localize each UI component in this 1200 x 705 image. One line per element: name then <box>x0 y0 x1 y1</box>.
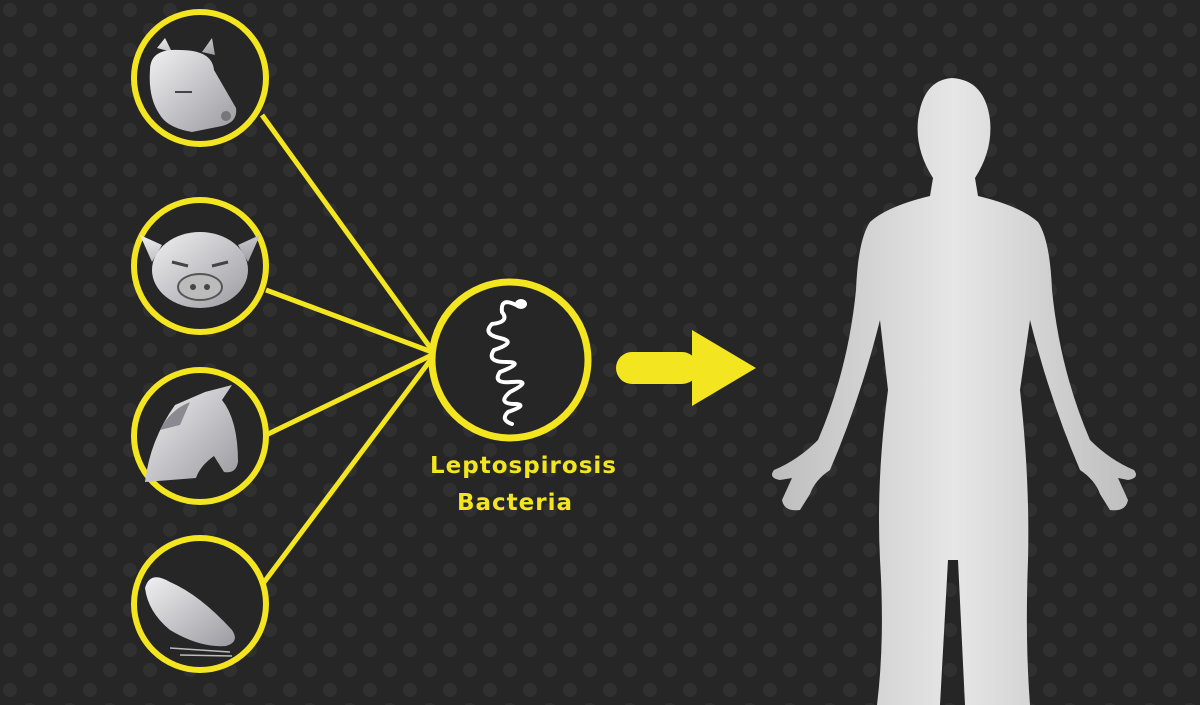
source-dog <box>131 9 269 147</box>
bacteria-label-line2: Bacteria <box>456 490 574 516</box>
horse-icon <box>145 385 238 482</box>
connector-pig <box>265 287 433 355</box>
arrow-right-icon <box>616 330 756 406</box>
connector-dog <box>259 113 435 352</box>
source-rat <box>131 535 269 673</box>
bacteria-node <box>428 278 592 442</box>
dog-icon <box>149 38 237 133</box>
connector-lines <box>259 113 435 587</box>
source-horse <box>131 367 269 505</box>
connector-horse <box>264 352 434 438</box>
source-pig <box>131 197 269 335</box>
human-silhouette-icon <box>772 78 1136 705</box>
pig-icon <box>140 232 260 308</box>
bacteria-icon <box>486 299 527 426</box>
rat-icon <box>145 577 235 657</box>
bacteria-label-line1: Leptospirosis <box>430 453 617 479</box>
connector-rat <box>259 356 435 587</box>
